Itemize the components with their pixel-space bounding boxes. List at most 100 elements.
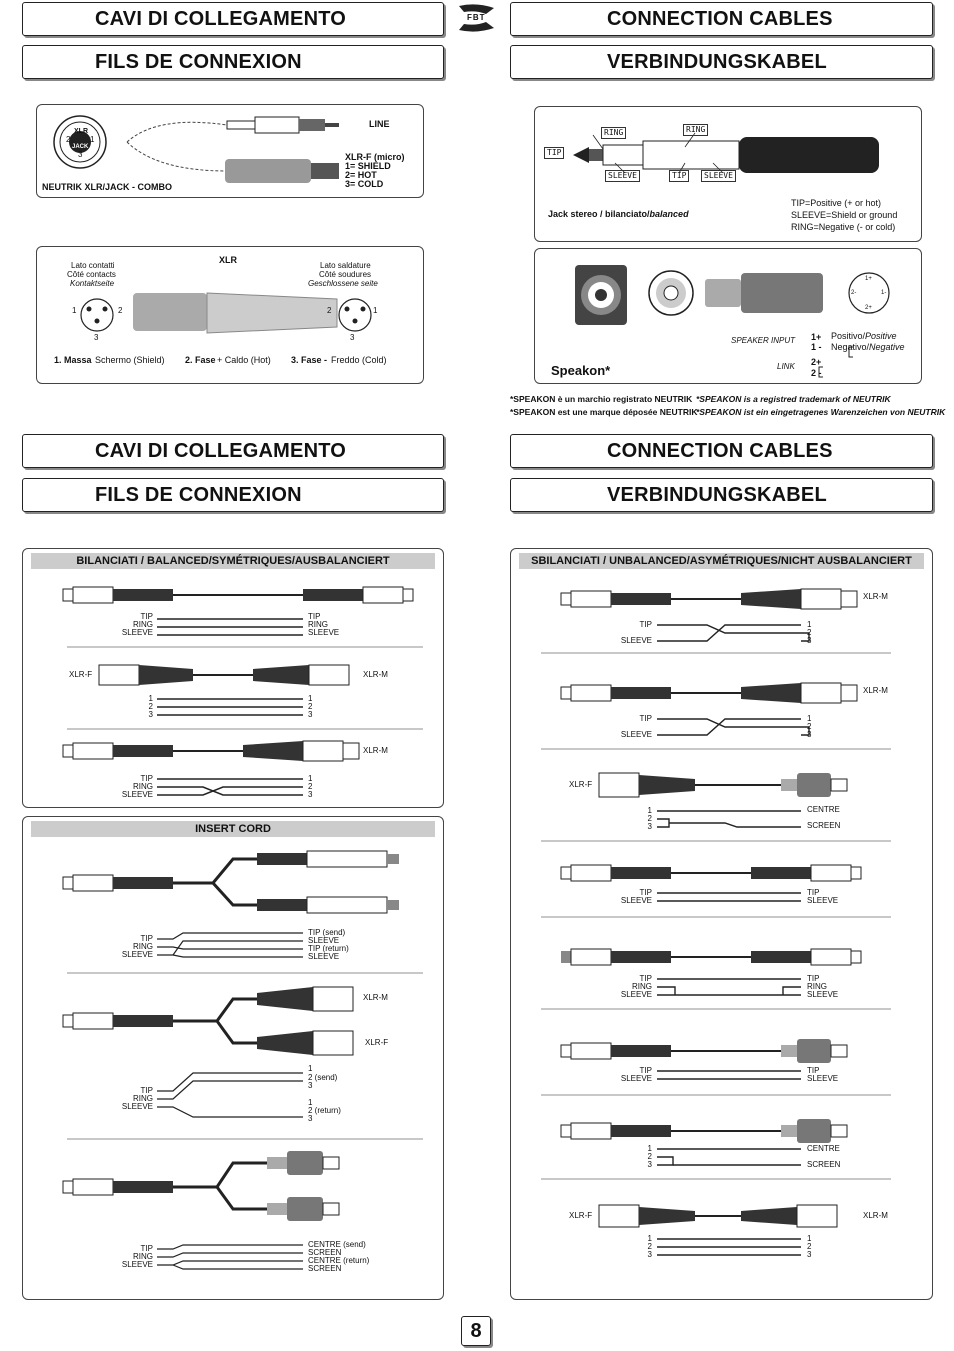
wire-label: SLEEVE [807,990,839,999]
speakon-note: *SPEAKON è un marchio registrato NEUTRIK [510,394,693,404]
pin-label: 2 [647,1152,652,1161]
jack-sleeve-label: SLEEVE [701,170,736,182]
legend-bold: 1. Massa [54,355,92,365]
pin-1plus: 1+ [811,332,822,342]
wire-label: RING [133,1252,153,1261]
pin-label: 3 [807,1250,812,1259]
wire-label: TIP [639,714,652,723]
pin-label: 2 [807,722,812,731]
wire-label: RING [133,1094,153,1103]
wire-label: RING [632,982,652,991]
speakon-note: *SPEAKON est une marque déposée NEUTRIK [510,407,698,417]
header-title: VERBINDUNGSKABEL [607,484,827,506]
wire-label: SLEEVE [308,952,340,961]
line-label: LINE [369,119,390,129]
legend-text: Schermo (Shield) [95,355,165,365]
jack-legend-line: SLEEVE=Shield or ground [791,210,898,220]
wire-label: SLEEVE [620,1074,652,1083]
wire-label: CENTRE (return) [308,1256,370,1265]
header-title: CAVI DI COLLEGAMENTO [95,440,347,462]
pin-1minus: 1 - [811,342,822,352]
xlrf-micro-title: XLR-F (micro) [345,152,405,162]
combo-panel: XLR JACK 2 1 3 NEUTRIK XLR/JACK - COMBO … [36,104,424,198]
wire-label: SLEEVE [121,628,153,637]
speakon-pin: 2- [851,290,857,296]
contacts-side-line: Côté contacts [67,270,116,279]
pin-label: 2 [118,306,123,315]
legend-bold: 3. Fase - [291,355,328,365]
header-title: CONNECTION CABLES [607,440,833,462]
pin-label: 1 [308,694,313,703]
wire-label: TIP [140,934,153,943]
speakon-pin: 1+ [865,276,872,282]
pin-label: 3 [350,333,355,342]
xlrf-label: XLR-F [365,1038,389,1047]
wire-label: TIP [807,888,820,897]
wire-label: TIP [140,774,153,783]
wire-label: SLEEVE [807,896,839,905]
legend-bold: 2. Fase [185,355,216,365]
jack-panel: RING RING TIP SLEEVE TIP SLEEVE Jack ste… [534,106,922,242]
wire-label: TIP [639,1066,652,1075]
header-box: FILS DE CONNEXION [22,45,444,79]
pin-label: 2 [807,628,812,637]
pin-label: 2 [647,1242,652,1251]
wire-label: CENTRE [807,805,840,814]
contacts-side-line: Lato contatti [71,261,115,270]
legend-text: Freddo (Cold) [331,355,387,365]
pin-label: 2 [148,702,153,711]
wire-label: RING [807,982,827,991]
negativo: Negativo/ [831,342,870,352]
pin-label: 1 [647,806,652,815]
pin-label: 1 [807,1234,812,1243]
solder-side-line: Côté soudures [319,270,372,279]
combo-pin-2: 2 [66,135,71,144]
xlrm-label: XLR-M [863,592,888,601]
xlr-title: XLR [219,255,237,265]
pin-label: 2 (return) [308,1106,341,1115]
pin-label: 3 [308,710,313,719]
jack-ring-label: RING [601,127,627,139]
pin-label: 3 [647,1250,652,1259]
solder-side-line: Lato saldature [320,261,371,270]
xlrm-label: XLR-M [363,670,388,679]
xlrf-line: 1= SHIELD [345,161,391,171]
jack-caption-italic: balanced [649,209,689,219]
wire-label: CENTRE (send) [308,1240,366,1249]
pin-label: 2 [308,782,313,791]
header-box: VERBINDUNGSKABEL [510,478,933,512]
wire-label: RING [133,942,153,951]
pin-2minus: 2 - [811,368,822,378]
xlrm-label: XLR-M [863,686,888,695]
wire-label: TIP (send) [308,928,346,937]
header-title: FILS DE CONNEXION [95,484,302,506]
combo-pin-1: 1 [90,135,95,144]
pin-label: 3 [308,1114,313,1123]
xlrf-label: XLR-F [569,780,593,789]
jack-ring-label: RING [683,124,709,136]
legend-text: + Caldo (Hot) [217,355,271,365]
insert-title: INSERT CORD [31,821,435,837]
jack-caption: Jack stereo / bilanciato/balanced [548,209,689,219]
speaker-input-label: SPEAKER INPUT [731,336,796,345]
pin-label: 1 [72,306,77,315]
pin-label: 1 [308,1098,313,1107]
pin-label: 1 [308,1064,313,1073]
wire-label: SCREEN [807,821,841,830]
combo-xlr-label: XLR [74,128,88,135]
wire-label: SLEEVE [121,790,153,799]
pin-label: 2 [647,814,652,823]
speakon-panel: 1+ 1- 2- 2+ Speakon* SPEAKER INPUT 1+ 1 … [534,248,922,384]
wire-label: TIP [639,888,652,897]
wire-label: TIP [639,620,652,629]
combo-pin-3: 3 [78,150,83,159]
pin-label: 3 [647,822,652,831]
wire-label: TIP [140,1086,153,1095]
pin-label: 2 (send) [308,1073,338,1082]
wire-label: RING [308,620,328,629]
xlr-panel: XLR Lato contatti Côté contacts Kontakts… [36,246,424,384]
negative-label: Negativo/Negative [831,342,905,352]
wire-label: SCREEN [308,1248,342,1257]
speakon-note: *SPEAKON is a registred trademark of NEU… [696,394,891,404]
combo-jack-label: JACK [72,144,89,150]
